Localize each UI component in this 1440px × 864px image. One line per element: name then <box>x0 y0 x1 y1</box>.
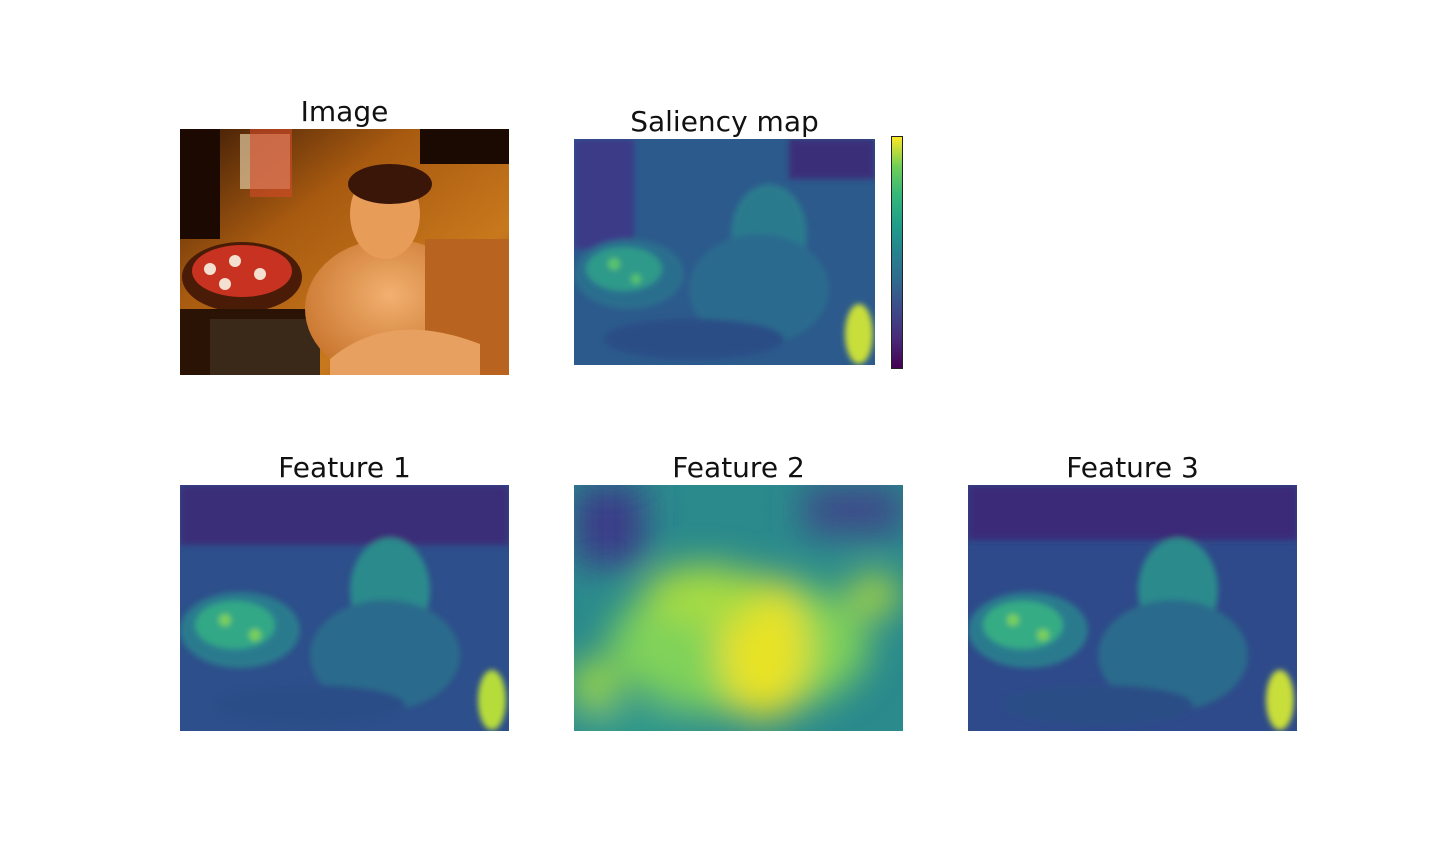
feature2-title: Feature 2 <box>672 451 805 484</box>
image-title: Image <box>300 95 389 128</box>
feature1-title: Feature 1 <box>278 451 411 484</box>
feature3-heatmap <box>968 485 1297 731</box>
feature1-heatmap <box>180 485 509 731</box>
source-photo <box>180 129 509 375</box>
feature2-heatmap <box>574 485 903 731</box>
saliency-title: Saliency map <box>630 105 819 138</box>
feature3-title: Feature 3 <box>1066 451 1199 484</box>
saliency-heatmap <box>574 139 875 365</box>
saliency-colorbar <box>891 136 903 369</box>
